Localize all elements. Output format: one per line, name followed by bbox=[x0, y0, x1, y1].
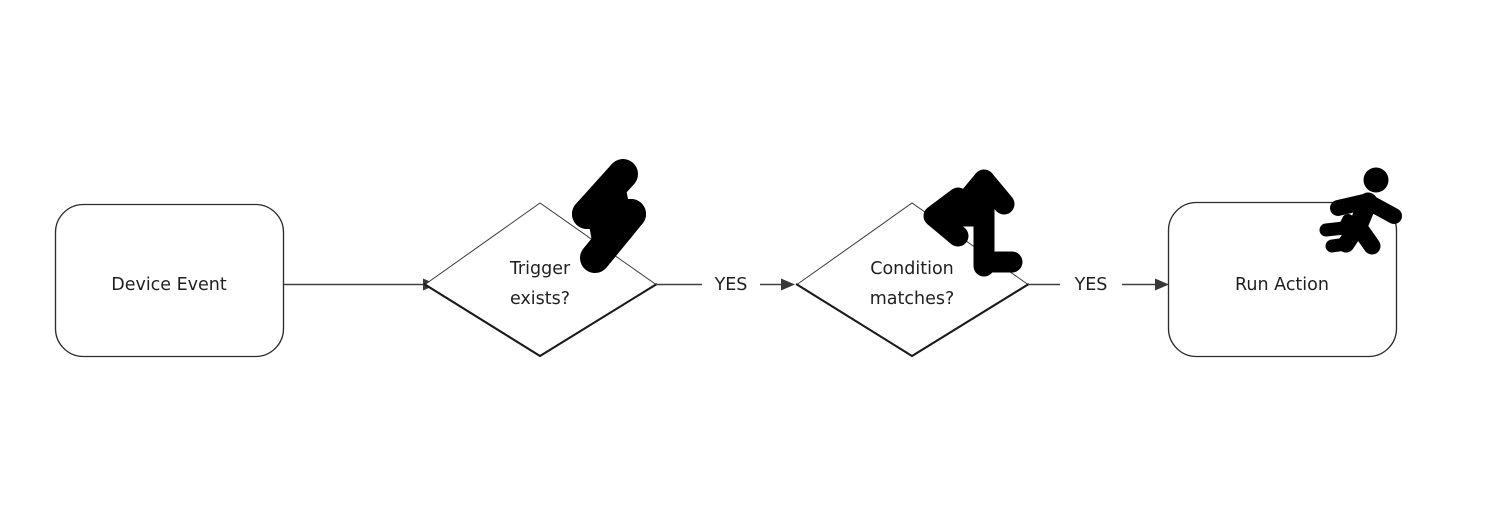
edge-condition-to-action: YES bbox=[1028, 275, 1169, 295]
edge-condition-to-action-label: YES bbox=[1074, 275, 1108, 295]
condition-matches-fill bbox=[797, 203, 1028, 356]
trigger-exists-label-line2: exists? bbox=[510, 289, 570, 309]
run-action-label: Run Action bbox=[1235, 275, 1329, 295]
running-person-icon bbox=[1319, 167, 1402, 255]
condition-matches-lower-edges bbox=[795, 283, 1030, 358]
trigger-exists-label-line1: Trigger bbox=[509, 259, 571, 279]
trigger-exists-upper-edges bbox=[424, 202, 657, 285]
node-trigger-exists[interactable]: Trigger exists? bbox=[423, 202, 658, 358]
lightning-bolt-icon bbox=[572, 159, 646, 273]
condition-matches-label-line2: matches? bbox=[870, 289, 955, 309]
trigger-exists-lower-edges bbox=[423, 283, 658, 358]
device-event-shape[interactable] bbox=[54, 203, 285, 358]
edge-trigger-to-condition: YES bbox=[656, 275, 795, 295]
edge-trigger-to-condition-arrowhead bbox=[781, 278, 795, 291]
edge-trigger-to-condition-label: YES bbox=[714, 275, 748, 295]
edge-event-to-trigger bbox=[284, 278, 437, 291]
edge-condition-to-action-arrowhead bbox=[1155, 278, 1169, 291]
node-device-event[interactable]: Device Event bbox=[54, 203, 285, 358]
branch-arrow-icon bbox=[923, 169, 1023, 277]
node-condition-matches[interactable]: Condition matches? bbox=[795, 202, 1030, 358]
trigger-exists-fill bbox=[425, 203, 656, 356]
condition-matches-label-line1: Condition bbox=[870, 259, 954, 279]
device-event-label: Device Event bbox=[111, 275, 227, 295]
